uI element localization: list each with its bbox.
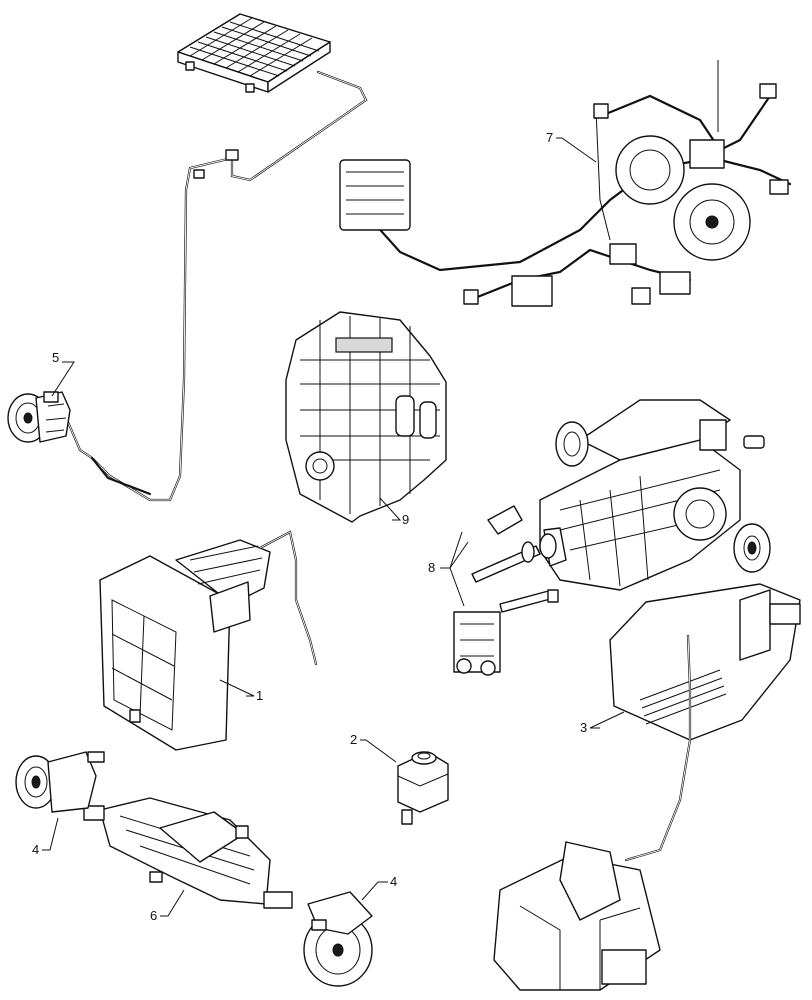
callout-7: 7 — [546, 130, 553, 145]
callout-2: 2 — [350, 732, 357, 747]
final-drive-hub-left — [15, 751, 105, 813]
refrigerant-hose — [66, 70, 368, 502]
control-unit — [609, 583, 801, 862]
callout-3: 3 — [580, 720, 587, 735]
callout-8: 8 — [428, 560, 435, 575]
callout-5: 5 — [52, 350, 59, 365]
fuel-tank — [493, 841, 661, 991]
drive-shafts — [453, 505, 559, 676]
coolant-reservoir — [397, 751, 449, 825]
cooling-module — [99, 530, 318, 751]
callout-1: 1 — [256, 688, 263, 703]
callout-4-right: 4 — [390, 874, 397, 889]
engine-block — [285, 311, 447, 523]
front-axle — [83, 797, 293, 909]
transmission-rear-axle — [539, 399, 771, 591]
final-drive-hub-right — [303, 891, 373, 987]
wiring-harness — [339, 60, 792, 307]
condenser-radiator — [177, 13, 331, 93]
callout-labels: 5 7 9 8 1 2 3 4 4 6 — [32, 130, 587, 923]
callout-6: 6 — [150, 908, 157, 923]
ac-compressor — [7, 391, 71, 443]
leader-lines — [42, 137, 625, 917]
callout-4-left: 4 — [32, 842, 39, 857]
callout-9: 9 — [402, 512, 409, 527]
